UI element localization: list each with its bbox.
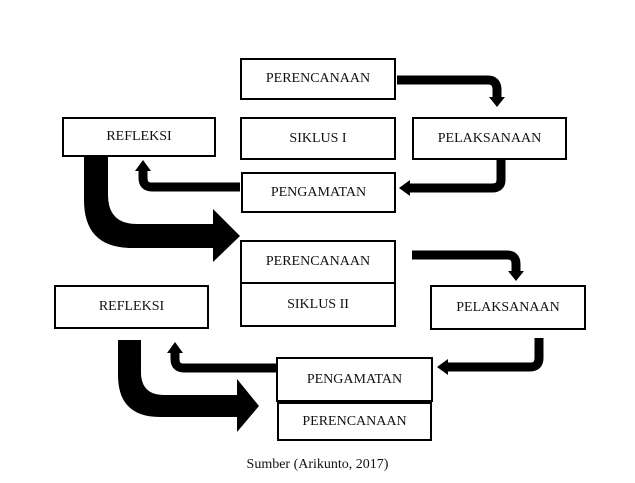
- cycle2-reflection-box: REFLEKSI: [54, 285, 209, 329]
- arrowhead: [508, 271, 524, 281]
- arrow-action-to-observe-2: [448, 338, 544, 372]
- cycle1-planning-box: PERENCANAAN: [240, 58, 396, 100]
- cycle1-label-box: SIKLUS I: [240, 117, 396, 160]
- cycle1-action-box: PELAKSANAAN: [412, 117, 567, 160]
- arrowhead: [437, 359, 448, 375]
- arrow-observe-to-reflect-1: [138, 170, 240, 192]
- arrowhead: [489, 97, 505, 107]
- big-arrow-reflect-to-cycle2: [84, 157, 240, 262]
- box-label: PERENCANAAN: [265, 254, 371, 269]
- box-label: SIKLUS I: [289, 130, 347, 146]
- arrow-plan-to-action-2: [412, 250, 521, 272]
- cycle1-reflection-box: REFLEKSI: [62, 117, 216, 157]
- box-label: PELAKSANAAN: [456, 299, 560, 315]
- cycle2-label-box: SIKLUS II: [240, 282, 396, 327]
- box-label: PERENCANAAN: [302, 413, 407, 429]
- box-label: PELAKSANAAN: [437, 130, 542, 146]
- arrow-action-to-observe-1: [410, 160, 506, 193]
- big-arrow-reflect-to-next-plan: [118, 340, 259, 432]
- box-label: REFLEKSI: [106, 129, 172, 144]
- arrow-observe-to-reflect-2: [170, 352, 276, 373]
- box-label: PENGAMATAN: [306, 371, 403, 387]
- box-label: REFLEKSI: [98, 299, 165, 314]
- arrowhead: [399, 180, 410, 196]
- box-label: SIKLUS II: [287, 296, 349, 312]
- cycle2-planning-box: PERENCANAAN: [240, 240, 396, 284]
- cycle1-observation-box: PENGAMATAN: [241, 172, 396, 213]
- arrowhead: [135, 160, 151, 171]
- next-planning-box: PERENCANAAN: [277, 402, 432, 441]
- cycle2-action-box: PELAKSANAAN: [430, 285, 586, 330]
- box-label: PENGAMATAN: [270, 184, 367, 200]
- arrow-plan-to-action-1: [397, 75, 502, 98]
- arrowhead: [167, 342, 183, 353]
- figure-caption: Sumber (Arikunto, 2017): [246, 457, 389, 472]
- box-label: PERENCANAAN: [265, 71, 371, 86]
- cycle2-observation-box: PENGAMATAN: [276, 357, 433, 402]
